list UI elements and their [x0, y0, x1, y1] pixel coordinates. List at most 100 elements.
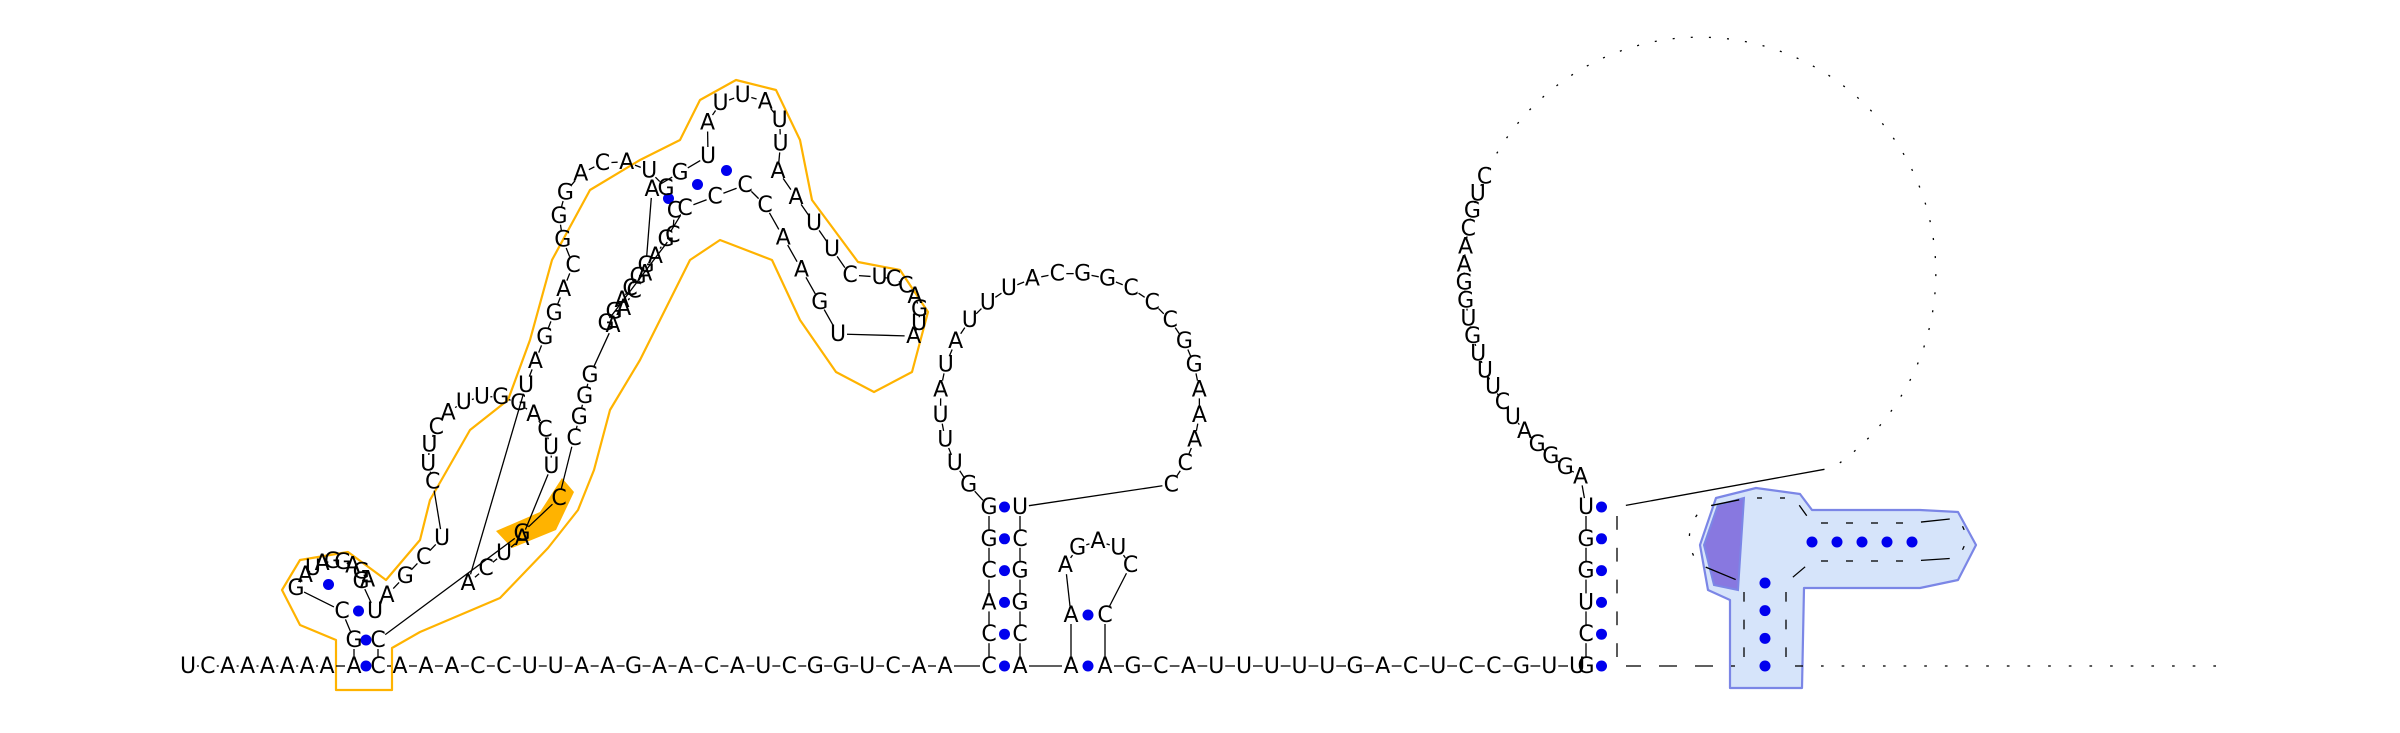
base-pair-dot — [323, 579, 334, 590]
backbone-link — [433, 490, 442, 530]
nucleotide: G — [657, 227, 674, 252]
nucleotide: G — [833, 654, 850, 679]
nucleotide: A — [441, 400, 456, 425]
nucleotide: C — [478, 556, 493, 581]
nucleotide: U — [421, 433, 437, 458]
backbone-link — [1828, 74, 1831, 77]
orange-highlight-segment — [496, 478, 574, 548]
nucleotide: A — [619, 150, 634, 175]
backbone-link — [346, 562, 349, 565]
nucleotide: U — [772, 108, 788, 133]
backbone-link — [538, 420, 541, 423]
nucleotide: A — [1063, 603, 1078, 628]
nucleotide: U — [859, 654, 875, 679]
nucleotide: A — [574, 654, 589, 679]
nucleotide: A — [937, 654, 952, 679]
backbone-link — [846, 333, 905, 337]
nucleotide: U — [367, 599, 383, 624]
backbone-link — [1918, 185, 1921, 188]
nucleotide: U — [1578, 495, 1594, 520]
backbone-link — [1086, 543, 1090, 546]
nucleotide: U — [543, 454, 559, 479]
backbone-link — [1017, 281, 1025, 286]
backbone-link — [1586, 64, 1589, 67]
backbone-link — [363, 574, 366, 577]
nucleotide: G — [629, 265, 646, 290]
backbone-link — [559, 224, 563, 231]
nucleotide: A — [573, 162, 588, 187]
backbone-link — [787, 244, 798, 262]
nucleotide: A — [346, 654, 361, 679]
backbone-link — [1866, 437, 1870, 440]
backbone-link — [1091, 274, 1099, 278]
nucleotide: A — [652, 654, 667, 679]
nucleotide: A — [514, 526, 529, 551]
backbone-link — [632, 281, 636, 284]
backbone-link — [638, 280, 641, 284]
backbone-link — [384, 537, 516, 636]
nucleotide: C — [842, 263, 857, 288]
backbone-link — [429, 544, 437, 551]
backbone-link — [1571, 470, 1575, 473]
backbone-link — [307, 570, 311, 573]
nucleotide: U — [305, 556, 321, 581]
backbone-link — [627, 297, 631, 301]
nucleotide: A — [678, 654, 693, 679]
nucleotide: C — [665, 223, 680, 248]
nucleotide: C — [782, 654, 797, 679]
backbone-link — [1570, 73, 1574, 76]
base-pair-dot — [1806, 536, 1818, 548]
nucleotide: U — [474, 385, 490, 410]
backbone-link — [1890, 409, 1893, 413]
backbone-link — [616, 304, 620, 307]
nucleotide: G — [334, 550, 351, 575]
nucleotide: G — [557, 180, 574, 205]
nucleotide: U — [1236, 654, 1252, 679]
base-pair-dot — [1596, 660, 1607, 672]
backbone-link — [1108, 572, 1128, 608]
backbone-link — [1542, 448, 1546, 451]
backbone-link — [1195, 423, 1199, 431]
backbone-link — [648, 263, 652, 267]
backbone-link — [538, 345, 543, 353]
backbone-link — [575, 425, 578, 430]
backbone-link — [316, 564, 319, 567]
base-pair-dot — [663, 193, 674, 204]
backbone-link — [1839, 461, 1842, 464]
nucleotide: U — [735, 83, 751, 108]
nucleotide: U — [932, 403, 948, 428]
backbone-link — [1909, 378, 1912, 382]
nucleotide: U — [938, 353, 954, 378]
backbone-link — [1542, 95, 1545, 98]
nucleotide: C — [627, 279, 642, 304]
backbone-link — [1705, 566, 1736, 581]
nucleotide: C — [1123, 276, 1138, 301]
nucleotide: G — [345, 628, 362, 653]
backbone-link — [617, 315, 620, 318]
backbone-link — [948, 447, 953, 456]
nucleotide: U — [518, 373, 534, 398]
nucleotide: U — [420, 451, 436, 476]
highlight-layer — [280, 78, 1978, 692]
backbone-link — [782, 178, 792, 190]
nucleotide: C — [704, 654, 719, 679]
nucleotide: G — [352, 569, 369, 594]
backbone-link — [1556, 460, 1560, 463]
backbone-link — [510, 543, 516, 548]
nucleotide: U — [1541, 654, 1557, 679]
backbone-link — [1916, 362, 1919, 365]
nucleotide: A — [460, 571, 475, 596]
nucleotide: U — [1430, 654, 1446, 679]
nucleotide: U — [1291, 654, 1307, 679]
nucleotide: A — [260, 654, 275, 679]
nucleotide: C — [496, 654, 511, 679]
backbone-link — [1879, 423, 1882, 427]
backbone-link — [1138, 292, 1146, 298]
backbone-link — [454, 405, 458, 409]
nucleotide: A — [907, 284, 922, 309]
nucleotide: C — [981, 559, 996, 584]
backbone-link — [1517, 422, 1520, 426]
backbone-link — [916, 301, 919, 304]
base-pair-dot — [1596, 565, 1607, 577]
base-pair-dot — [1759, 660, 1771, 672]
